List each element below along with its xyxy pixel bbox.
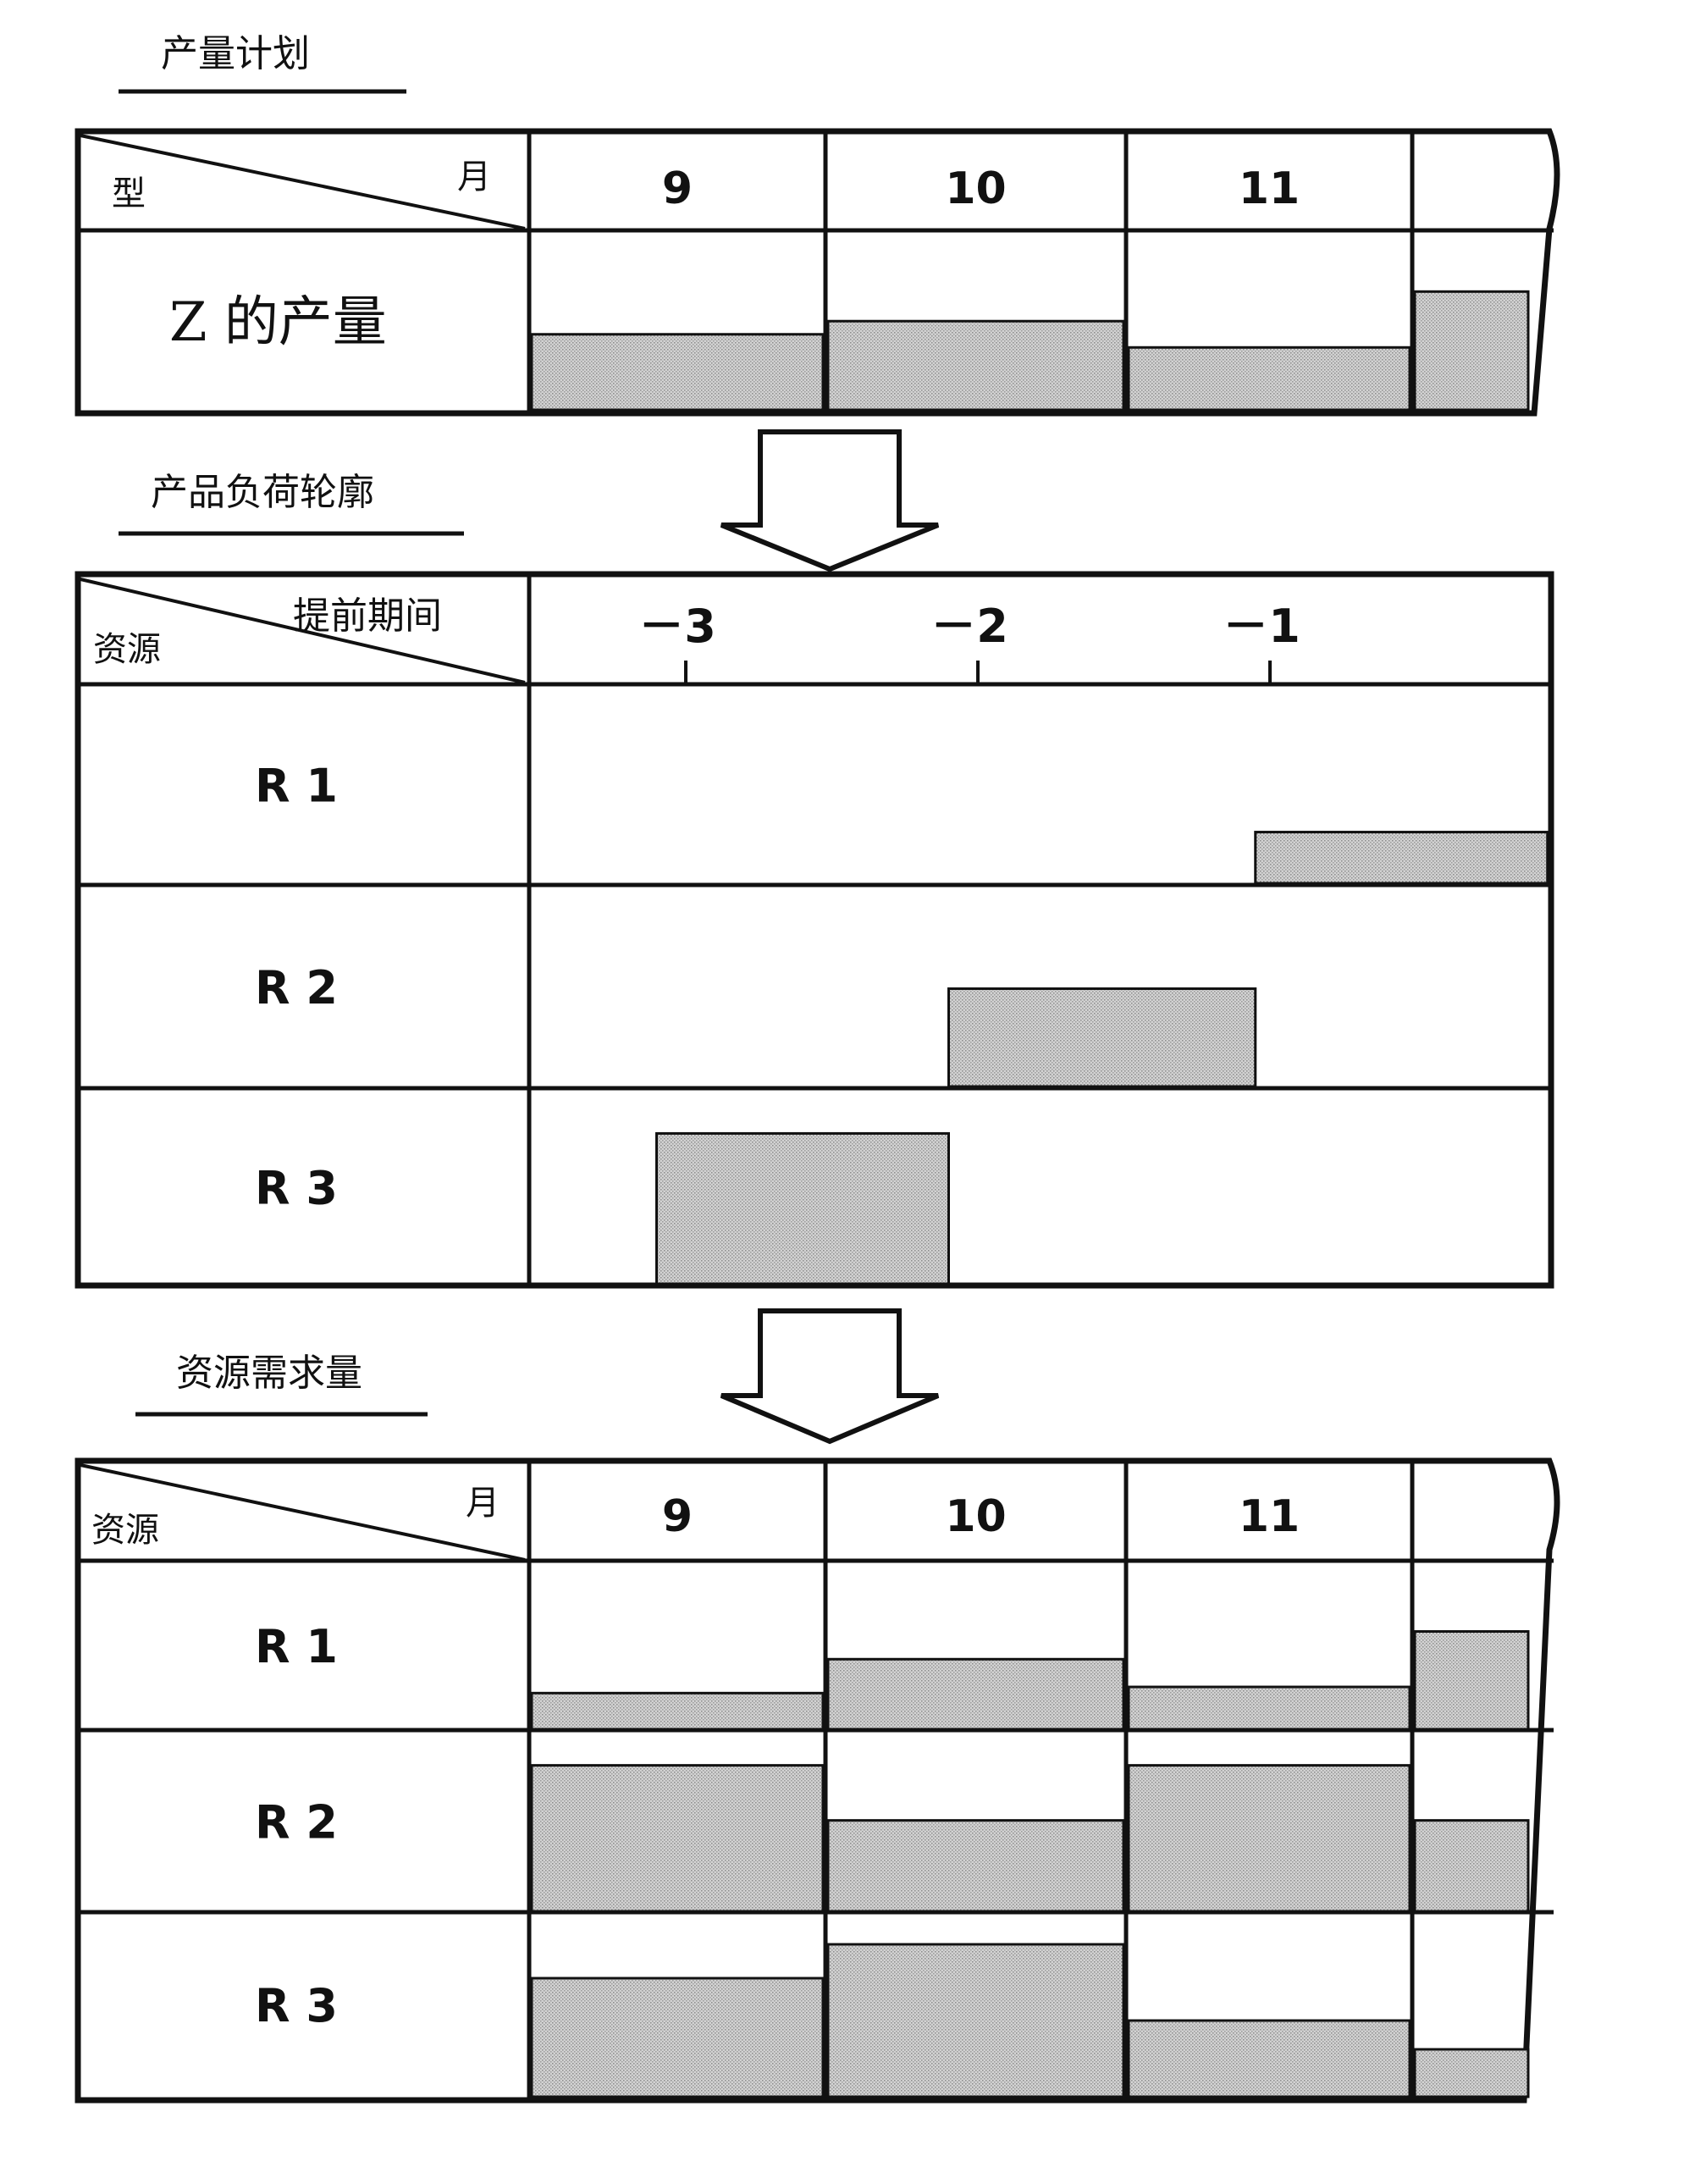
corner-label-lead-time: 提前期间 [293, 594, 442, 638]
resource-row-label: R 3 [255, 1162, 338, 1215]
production-bar [1127, 346, 1411, 412]
resource-row-label: R 1 [255, 1620, 338, 1673]
table-frame [75, 1457, 1560, 2104]
month-label: 10 [945, 163, 1006, 214]
section-title-production-plan: 产量计划 [161, 32, 310, 75]
down-arrow-icon [720, 1308, 940, 1445]
corner-label-month: 月 [457, 158, 491, 196]
table-frame [75, 571, 1554, 1289]
resource-demand-bar [1127, 2019, 1411, 2098]
resource-demand-bar [530, 1764, 825, 1914]
month-label: 9 [662, 163, 693, 214]
resource-row-label: R 3 [255, 1979, 338, 2032]
corner-label-resource: 资源 [91, 1511, 159, 1550]
corner-diagonal [80, 578, 526, 684]
month-label: 10 [945, 1491, 1006, 1542]
row-label-z-output: Z 的产量 [169, 291, 387, 354]
resource-demand-bar [1413, 1630, 1530, 1732]
resource-demand-bar [826, 1819, 1125, 1914]
resource-demand-bar [826, 1657, 1125, 1732]
corner-diagonal [80, 1463, 526, 1562]
section-load-profile: 产品负荷轮廓 资源 提前期间 －3 －2 －1 R 1 R 2 R 3 [75, 471, 1554, 1289]
month-label: 9 [662, 1491, 693, 1542]
corner-diagonal [80, 134, 526, 230]
production-table: 型 月 9 10 11 Z 的产量 [75, 128, 1560, 417]
resource-demand-bar [1127, 1764, 1411, 1914]
production-bar [1413, 290, 1530, 412]
production-bar [826, 319, 1125, 412]
production-bar [530, 333, 825, 412]
resource-demand-bar [530, 1977, 825, 2098]
resource-row-label: R 2 [255, 961, 338, 1015]
resource-demand-bar [530, 1691, 825, 1732]
load-profile-bar [655, 1131, 950, 1286]
lead-time-tick-label: －2 [930, 600, 1008, 653]
section-title-resource-requirements: 资源需求量 [176, 1352, 362, 1395]
table-frame [75, 128, 1560, 417]
month-label: 11 [1239, 1491, 1300, 1542]
resource-row-label: R 2 [255, 1796, 338, 1849]
load-profile-bar [1254, 831, 1549, 885]
resource-demand-bar [826, 1943, 1125, 2098]
down-arrow-icon [720, 429, 940, 572]
section-title-load-profile: 产品负荷轮廓 [151, 471, 374, 514]
corner-label-month: 月 [466, 1484, 500, 1523]
resource-demand-bar [1413, 2048, 1530, 2098]
lead-time-tick-label: －3 [638, 600, 716, 653]
resource-requirements-table: 资源 月 9 10 11 R 1 R 2 R 3 [75, 1457, 1560, 2104]
corner-label-resource: 资源 [93, 630, 161, 669]
load-profile-bar [947, 987, 1257, 1088]
load-profile-table: 资源 提前期间 －3 －2 －1 R 1 R 2 R 3 [75, 571, 1554, 1289]
resource-row-label: R 1 [255, 760, 338, 813]
resource-demand-bar [1127, 1685, 1411, 1732]
month-label: 11 [1239, 163, 1300, 214]
resource-demand-bar [1413, 1819, 1530, 1914]
section-resource-requirements: 资源需求量 资源 月 9 10 11 R 1 R 2 R 3 [75, 1352, 1560, 2104]
section-production-plan: 产量计划 型 月 9 10 11 Z 的产量 [75, 32, 1560, 417]
lead-time-tick-label: －1 [1223, 600, 1300, 653]
corner-label-type: 型 [112, 174, 146, 213]
